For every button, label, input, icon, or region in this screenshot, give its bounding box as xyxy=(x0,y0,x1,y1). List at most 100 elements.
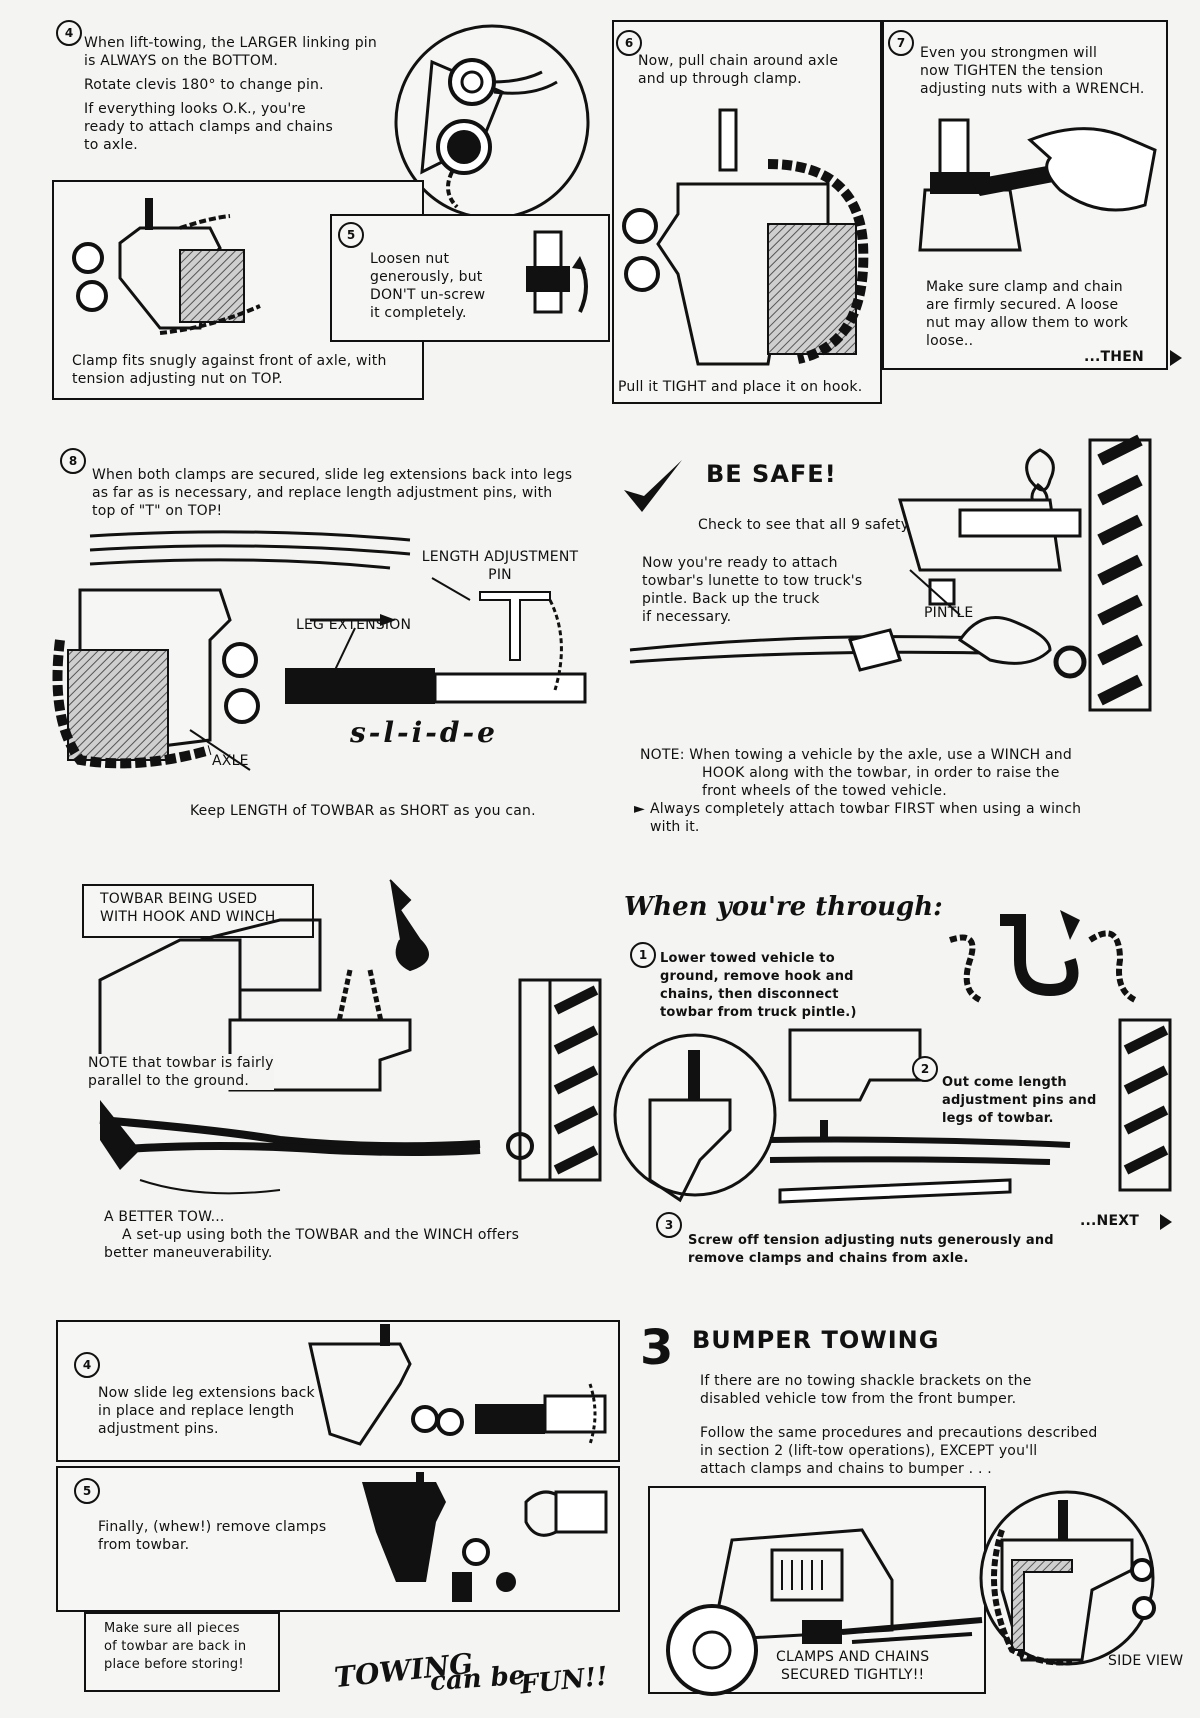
removed-hook-and-chains-illustration xyxy=(949,910,1137,1003)
storage-reminder-box xyxy=(84,1612,280,1692)
through-step-line: ground, remove hook and xyxy=(660,969,854,984)
attach-line: towbar's lunette to tow truck's xyxy=(642,573,863,589)
leg-extension-label: LEG EXTENSION xyxy=(296,617,412,633)
step-7-note-line: are firmly secured. A loose xyxy=(926,297,1119,313)
bumper-truck-illustration xyxy=(666,1528,983,1696)
bumper-line: attach clamps and chains to bumper . . . xyxy=(700,1461,992,1477)
storage-reminder-text: Make sure all pieces of towbar are back … xyxy=(104,1620,274,1674)
parallel-note: NOTE that towbar is fairly parallel to t… xyxy=(88,1054,274,1090)
attach-line: if necessary. xyxy=(642,609,732,625)
step-6-text: Now, pull chain around axle and up throu… xyxy=(638,52,868,88)
when-through-title: When you're through: xyxy=(624,892,943,922)
pintle-illustration xyxy=(629,434,1152,712)
through-step-2-text: Out come length adjustment pins and legs… xyxy=(942,1074,1097,1128)
step-4-line: Rotate clevis 180° to change pin. xyxy=(84,77,324,93)
bumper-towing-title: BUMPER TOWING xyxy=(692,1326,940,1354)
checkmark-icon xyxy=(624,460,682,512)
step-8-line: as far as is necessary, and replace leng… xyxy=(92,485,553,501)
step-4-line: When lift-towing, the LARGER linking pin xyxy=(84,35,377,51)
clamp-caption-line: Clamp fits snugly against front of axle,… xyxy=(72,353,387,369)
through-step-line: remove clamps and chains from axle. xyxy=(688,1251,969,1266)
through-step-2-number: 2 xyxy=(912,1056,938,1082)
nut-illustration xyxy=(526,230,588,314)
then-label: ...THEN xyxy=(1084,349,1144,365)
axle-label: AXLE xyxy=(212,753,249,769)
step-6-line: Now, pull chain around axle xyxy=(638,53,839,69)
towbar-with-winch-illustration xyxy=(98,879,602,1195)
through-step-line: Screw off tension adjusting nuts generou… xyxy=(688,1233,1054,1248)
clamps-line: CLAMPS AND CHAINS xyxy=(776,1649,930,1665)
step-7-note-line: nut may allow them to work xyxy=(926,315,1129,331)
through-step-3-number: 3 xyxy=(656,1212,682,1238)
winch-note-line: ► Always completely attach towbar FIRST … xyxy=(634,800,1160,818)
clamps-secured-label: CLAMPS AND CHAINS SECURED TIGHTLY!! xyxy=(776,1648,930,1684)
bottom-step-5-text: Finally, (whew!) remove clamps from towb… xyxy=(98,1518,378,1554)
bottom-step-4-number: 4 xyxy=(74,1352,100,1378)
better-tow-line: A BETTER TOW... xyxy=(104,1209,225,1225)
bumper-paragraph-2: Follow the same procedures and precautio… xyxy=(700,1424,1170,1478)
storage-line: Make sure all pieces xyxy=(104,1621,240,1636)
winch-note-line: HOOK along with the towbar, in order to … xyxy=(702,765,1060,781)
bumper-line: If there are no towing shackle brackets … xyxy=(700,1373,1032,1389)
label-line: LENGTH ADJUSTMENT xyxy=(421,549,579,565)
step-4-line: ready to attach clamps and chains xyxy=(84,119,333,135)
step-7-line: adjusting nuts with a WRENCH. xyxy=(920,81,1145,97)
step-6-line: and up through clamp. xyxy=(638,71,802,87)
linking-pin-inset-illustration xyxy=(394,24,590,220)
side-view-label: SIDE VIEW xyxy=(1108,1653,1184,1669)
clamp-illustration xyxy=(72,198,261,335)
step-8-text: When both clamps are secured, slide leg … xyxy=(92,466,612,520)
bottom-step-5-panel xyxy=(56,1466,620,1612)
bottom-step-line: Finally, (whew!) remove clamps xyxy=(98,1519,327,1535)
chain-around-axle-illustration xyxy=(622,108,869,366)
wrench-illustration xyxy=(918,118,1157,252)
bullet-arrow-icon: ► xyxy=(634,801,645,817)
pintle-label: PINTLE xyxy=(924,605,974,621)
winch-note-text: Always completely attach towbar FIRST wh… xyxy=(650,801,1082,817)
better-tow-text: A BETTER TOW... A set-up using both the … xyxy=(104,1208,584,1262)
towing-fun-word-2: can be xyxy=(429,1660,527,1698)
attach-line: pintle. Back up the truck xyxy=(642,591,820,607)
winch-note-line: with it. xyxy=(650,819,700,835)
bumper-line: Follow the same procedures and precautio… xyxy=(700,1425,1098,1441)
through-step-line: adjustment pins and xyxy=(942,1093,1097,1108)
clamp-caption-line: tension adjusting nut on TOP. xyxy=(72,371,283,387)
bottom-step-5-number: 5 xyxy=(74,1478,100,1504)
step-6-caption: Pull it TIGHT and place it on hook. xyxy=(618,379,863,395)
label-line: PIN xyxy=(488,567,512,583)
through-step-3-text: Screw off tension adjusting nuts generou… xyxy=(688,1232,1054,1268)
better-tow-line: better maneuverability. xyxy=(104,1245,273,1261)
step-7-note-line: loose.. xyxy=(926,333,974,349)
step-8-line: top of "T" on TOP! xyxy=(92,503,223,519)
attach-lunette-text: Now you're ready to attach towbar's lune… xyxy=(642,554,882,626)
then-arrow-icon xyxy=(1170,350,1182,366)
step-4-text: When lift-towing, the LARGER linking pin… xyxy=(84,34,414,154)
clamp-caption: Clamp fits snugly against front of axle,… xyxy=(72,352,422,388)
step-7-text: Even you strongmen will now TIGHTEN the … xyxy=(920,44,1160,98)
next-label: ...NEXT xyxy=(1080,1213,1139,1229)
be-safe-title: BE SAFE! xyxy=(706,460,837,488)
attach-line: Now you're ready to attach xyxy=(642,555,838,571)
storage-line: place before storing! xyxy=(104,1657,244,1672)
through-step-line: chains, then disconnect xyxy=(660,987,839,1002)
winch-note-line: front wheels of the towed vehicle. xyxy=(702,783,947,799)
step-7-line: Even you strongmen will xyxy=(920,45,1098,61)
towing-fun-word-3: FUN!! xyxy=(518,1661,610,1701)
through-step-line: legs of towbar. xyxy=(942,1111,1054,1126)
bumper-paragraph-1: If there are no towing shackle brackets … xyxy=(700,1372,1160,1408)
next-arrow-icon xyxy=(1160,1214,1172,1230)
step-5-line: Loosen nut xyxy=(370,251,450,267)
towbar-winch-label: TOWBAR BEING USED WITH HOOK AND WINCH xyxy=(100,890,276,926)
step-7-line: now TIGHTEN the tension xyxy=(920,63,1104,79)
slide-label: s-l-i-d-e xyxy=(350,716,498,749)
parallel-note-line: NOTE that towbar is fairly xyxy=(88,1055,274,1071)
bumper-line: in section 2 (lift-tow operations), EXCE… xyxy=(700,1443,1038,1459)
through-step-1-text: Lower towed vehicle to ground, remove ho… xyxy=(660,950,880,1022)
clamps-line: SECURED TIGHTLY!! xyxy=(781,1667,925,1683)
step-5-line: it completely. xyxy=(370,305,467,321)
step-5-line: generously, but xyxy=(370,269,483,285)
step-8-number: 8 xyxy=(60,448,86,474)
step-5-text: Loosen nut generously, but DON'T un-scre… xyxy=(370,250,510,322)
step-4-line: If everything looks O.K., you're xyxy=(84,101,306,117)
bumper-section-number: 3 xyxy=(640,1320,675,1376)
